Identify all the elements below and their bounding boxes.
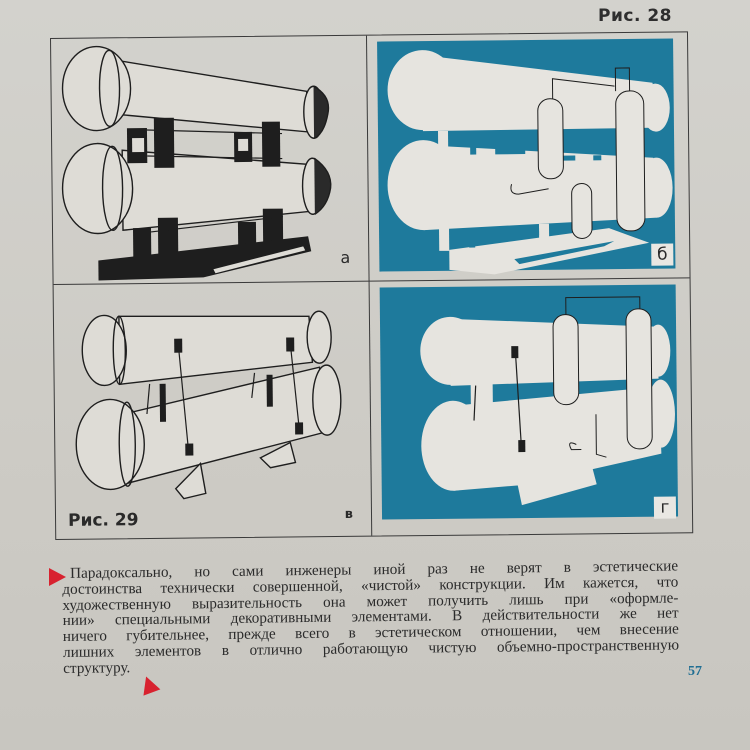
- figure-a: а: [51, 36, 369, 284]
- heat-exchanger-silhouette-b: [387, 50, 673, 275]
- figure-letter-v: в: [344, 506, 354, 522]
- heat-exchanger-drawing-v: [75, 310, 342, 500]
- figure-label-28: Рис. 28: [598, 6, 672, 26]
- heat-exchanger-silhouette-g: [420, 296, 675, 506]
- heat-exchanger-drawing-a: [61, 45, 332, 281]
- figure-letter-g: г: [653, 496, 677, 519]
- red-triangle-start-marker: [49, 568, 66, 586]
- figure-g: г: [370, 278, 693, 535]
- page-number: 57: [688, 664, 702, 679]
- figure-label-29: Рис. 29: [67, 510, 139, 531]
- figure-v: Рис. 29 в: [54, 282, 372, 539]
- figure-b: б: [367, 32, 690, 280]
- body-paragraph: Парадоксально, но сами инженеры иной раз…: [62, 557, 679, 676]
- figure-grid: а: [50, 31, 694, 540]
- figure-letter-b: б: [651, 243, 674, 266]
- figure-letter-a: а: [340, 247, 351, 267]
